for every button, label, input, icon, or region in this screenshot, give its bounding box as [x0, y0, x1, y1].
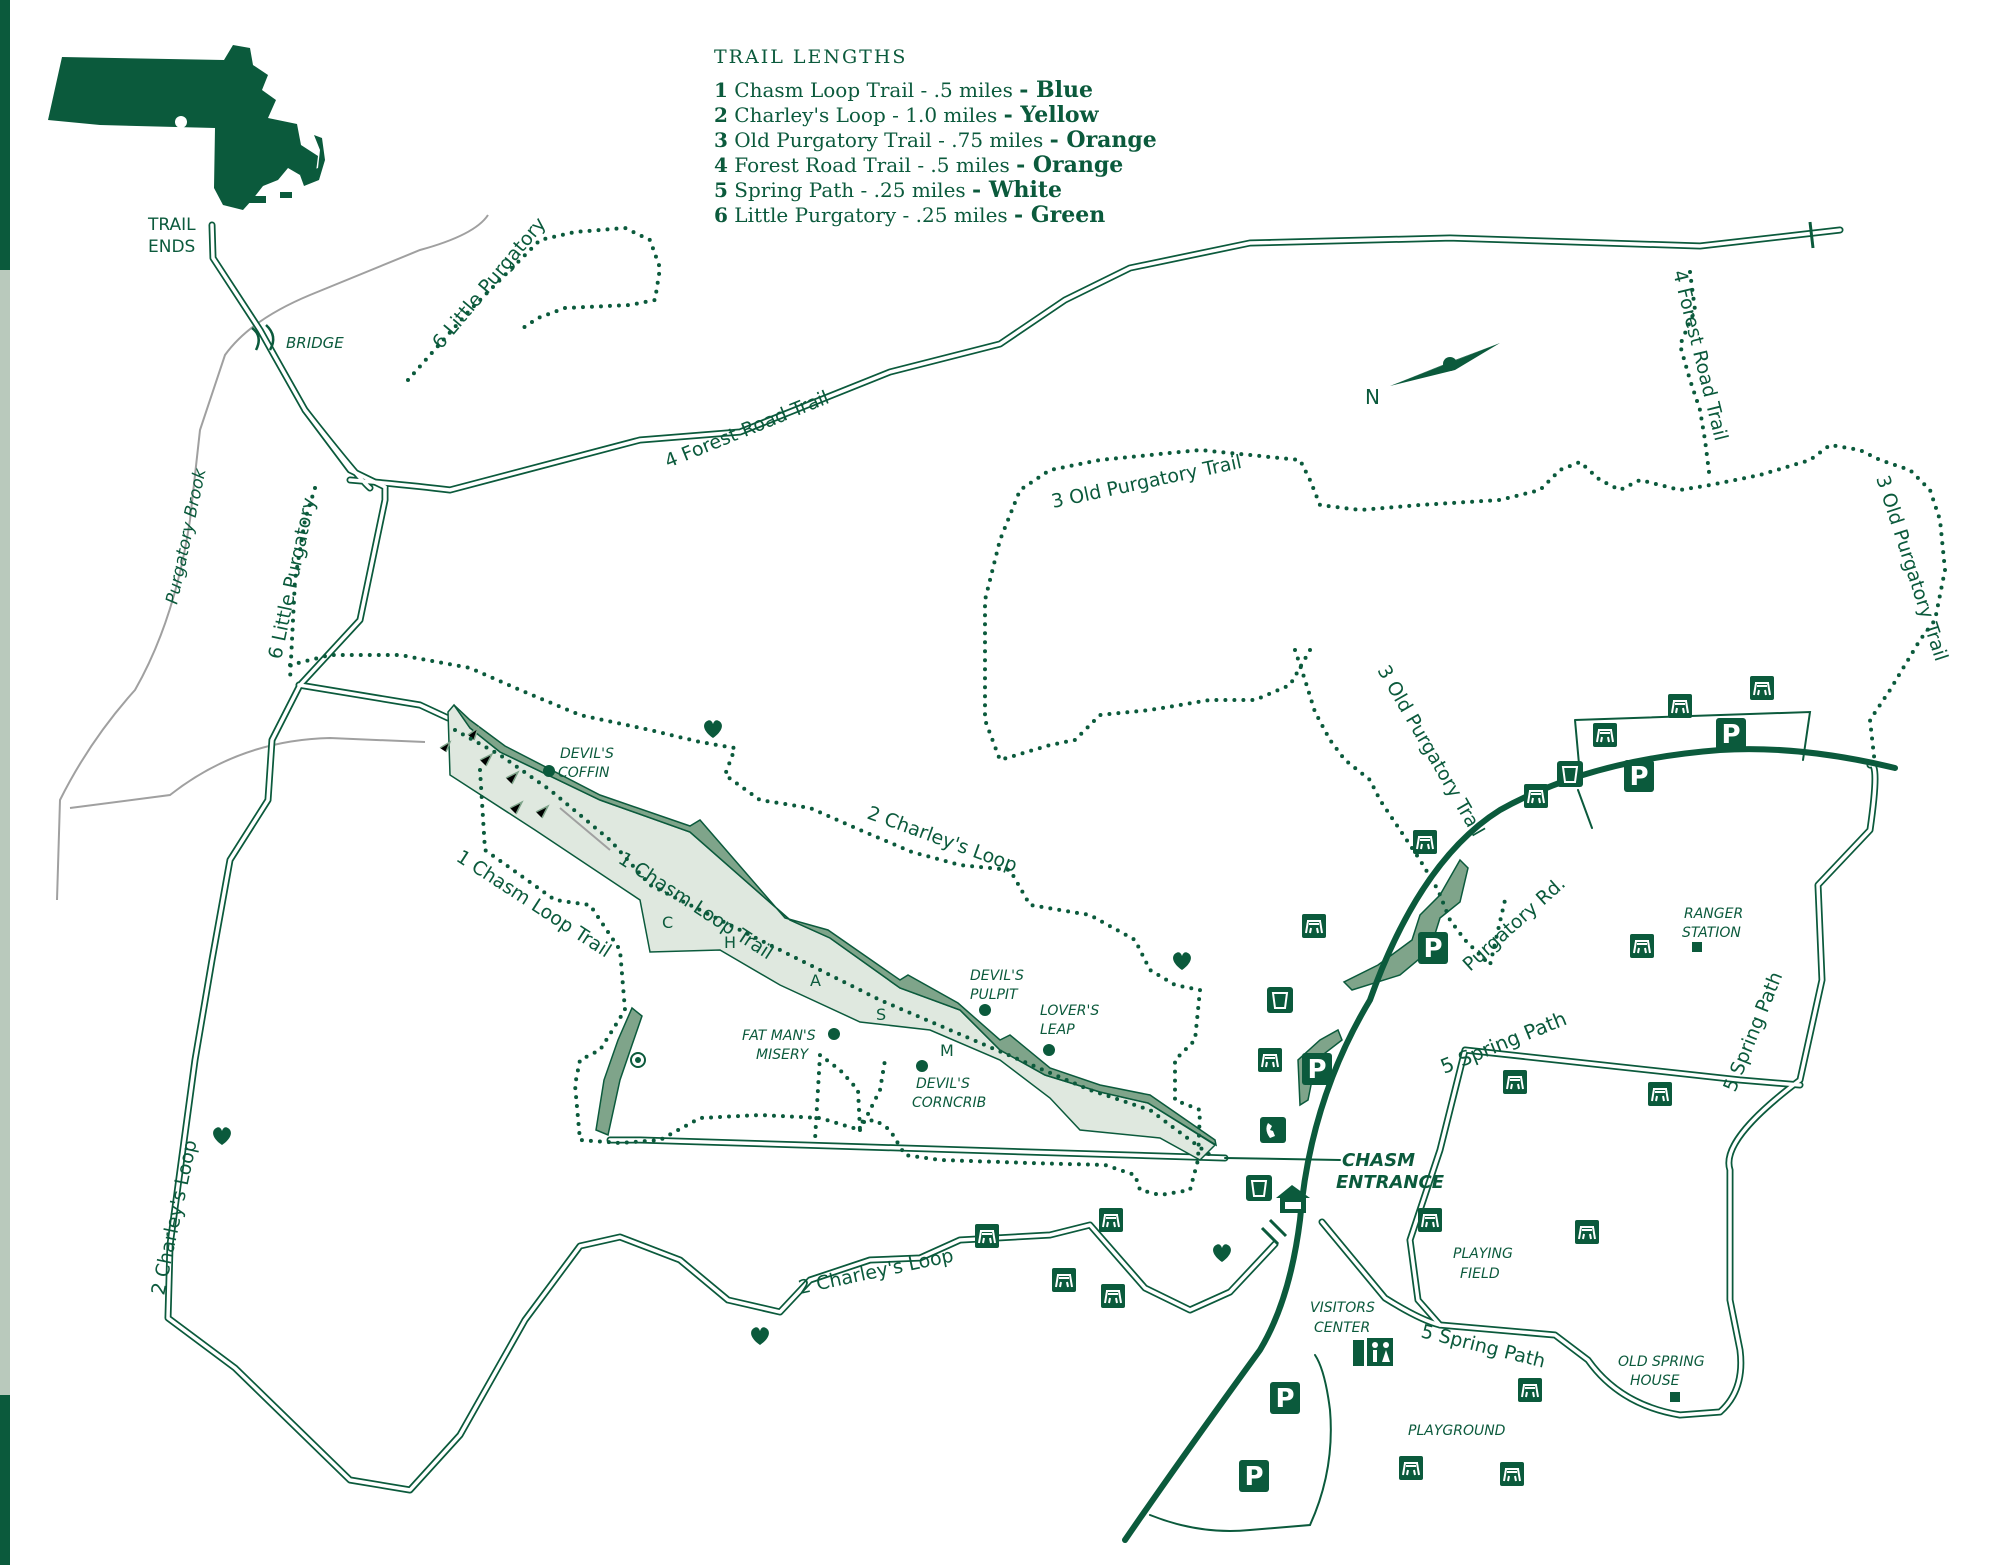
devils-pulpit-label: DEVIL'S	[970, 968, 1024, 984]
svg-text:P: P	[1244, 1462, 1263, 1492]
forest-road-trail-right-label: 4 Forest Road Trail	[1668, 268, 1732, 443]
spring-path-right-label: 5 Spring Path	[1719, 969, 1787, 1095]
trail-lengths-legend: TRAIL LENGTHS 1 Chasm Loop Trail - .5 mi…	[714, 46, 1194, 228]
old-spring-house-label: OLD SPRING	[1618, 1354, 1705, 1370]
chasm-letter: H	[724, 933, 736, 952]
fat-mans-misery-label: FAT MAN'S	[742, 1028, 816, 1044]
purgatory-road	[1122, 710, 1898, 1543]
bridge-label: BRIDGE	[286, 334, 344, 352]
little-purgatory-upper-label: 6 Little Purgatory	[428, 213, 551, 353]
playing-field-label: PLAYING	[1453, 1246, 1513, 1262]
road-network	[164, 221, 1875, 1494]
old-purgatory-mid-label: 3 Old Purgatory Trail	[1373, 662, 1489, 841]
legend-row: 1 Chasm Loop Trail - .5 miles - Blue	[714, 77, 1093, 103]
old-purgatory-top-label: 3 Old Purgatory Trail	[1049, 451, 1243, 513]
heart-icon	[1213, 1244, 1231, 1262]
spring-path-top-label: 5 Spring Path	[1437, 1006, 1570, 1078]
playing-field-label: FIELD	[1460, 1266, 1500, 1282]
old-purgatory-right-label: 3 Old Purgatory Trail	[1871, 473, 1952, 664]
old-purgatory-loop-trail	[983, 442, 1948, 767]
restroom-icon	[1353, 1338, 1393, 1366]
fat-mans-misery-label: MISERY	[756, 1047, 810, 1063]
chasm-loop-inner-trail	[453, 728, 1212, 1157]
little-purgatory-lower-label: 6 Little Purgatory	[264, 496, 320, 661]
charleys-loop-upper-trail	[288, 653, 1203, 1198]
telephone-icon	[1260, 1117, 1286, 1143]
chasm-letter: S	[876, 1005, 886, 1024]
chasm-loop-outer-trail	[478, 768, 863, 1146]
north-label: N	[1365, 385, 1380, 409]
visitors-center-label: CENTER	[1314, 1320, 1370, 1336]
lovers-leap-label: LEAP	[1040, 1022, 1075, 1038]
parking-icon: P	[1418, 932, 1448, 964]
chasm-entrance-label: ENTRANCE	[1336, 1172, 1445, 1193]
legend-row: 4 Forest Road Trail - .5 miles - Orange	[714, 152, 1124, 178]
pavilion-icon	[1276, 1185, 1310, 1213]
svg-text:P: P	[1423, 934, 1442, 964]
trail-ends-label: TRAIL	[147, 215, 196, 235]
chasm-entrance-label: CHASM	[1342, 1150, 1415, 1171]
heart-icon	[1173, 952, 1191, 970]
parking-icon: P	[1624, 760, 1654, 792]
legend-row: 2 Charley's Loop - 1.0 miles - Yellow	[714, 102, 1099, 128]
massachusetts-locator-icon	[48, 45, 325, 210]
purgatory-rd-label: Purgatory Rd.	[1459, 872, 1570, 975]
legend-row: 3 Old Purgatory Trail - .75 miles - Oran…	[714, 127, 1157, 153]
purgatory-brook	[56, 214, 489, 901]
compass-north-arrow-icon: N	[1365, 343, 1500, 409]
old-purgatory-main-trail	[1293, 648, 1507, 969]
viewpoint-icon	[630, 1052, 646, 1068]
chasm-letter: C	[662, 913, 673, 932]
heart-icon	[751, 1327, 769, 1345]
rock-formation	[595, 858, 1469, 1137]
forest-road-trail-label: 4 Forest Road Trail	[662, 387, 833, 473]
parking-icon: P	[1270, 1382, 1300, 1414]
heart-icons	[213, 720, 1231, 1345]
charleys-loop-left-label: 2 Charley's Loop	[147, 1138, 201, 1297]
bridge-icon	[251, 324, 275, 351]
chasm-loop-connector-trail	[858, 1058, 887, 1132]
devils-coffin-label: COFFIN	[558, 765, 610, 781]
devils-corncrib-label: CORNCRIB	[912, 1095, 986, 1111]
heart-icon	[213, 1127, 231, 1145]
svg-text:P: P	[1275, 1384, 1294, 1414]
svg-text:P: P	[1307, 1055, 1326, 1085]
ranger-station-label: RANGER	[1684, 906, 1743, 922]
lovers-leap-label: LOVER'S	[1040, 1003, 1099, 1019]
parking-icon: P	[1302, 1053, 1332, 1085]
page-edge-bar	[0, 0, 10, 1565]
devils-pulpit-label: PULPIT	[970, 987, 1019, 1003]
trail-end-mark	[1260, 221, 1815, 1246]
visitors-center-label: VISITORS	[1310, 1300, 1375, 1316]
little-purgatory-upper-trail	[406, 225, 663, 382]
trail-ends-label: ENDS	[148, 237, 195, 257]
legend-title: TRAIL LENGTHS	[714, 46, 908, 68]
svg-text:P: P	[1721, 720, 1740, 750]
devils-corncrib-label: DEVIL'S	[916, 1076, 970, 1092]
landmark-dots	[543, 765, 1702, 1402]
purgatory-brook-label: Purgatory Brook	[162, 466, 211, 606]
ranger-station-label: STATION	[1682, 925, 1741, 941]
trash-can-icons	[1245, 760, 1584, 1202]
charleys-loop-bottom-label: 2 Charley's Loop	[796, 1245, 955, 1299]
legend-row: 6 Little Purgatory - .25 miles - Green	[714, 202, 1106, 228]
parking-icon: P	[1716, 718, 1746, 750]
old-spring-house-label: HOUSE	[1630, 1373, 1680, 1389]
dotted-trails	[288, 225, 1948, 1198]
svg-text:P: P	[1629, 762, 1648, 792]
devils-coffin-label: DEVIL'S	[560, 746, 614, 762]
legend-row: 5 Spring Path - .25 miles - White	[714, 177, 1063, 203]
heart-icon	[704, 720, 722, 738]
parking-icon: P	[1239, 1460, 1269, 1492]
map-labels: TRAIL ENDS BRIDGE Purgatory Brook 6 Litt…	[147, 213, 1952, 1439]
chasm-letter: M	[940, 1041, 954, 1060]
parking-icons: P P P P P P	[1239, 718, 1746, 1492]
playground-label: PLAYGROUND	[1408, 1423, 1506, 1439]
charleys-loop-upper-label: 2 Charley's Loop	[864, 802, 1020, 877]
chasm-letter: A	[810, 971, 821, 990]
